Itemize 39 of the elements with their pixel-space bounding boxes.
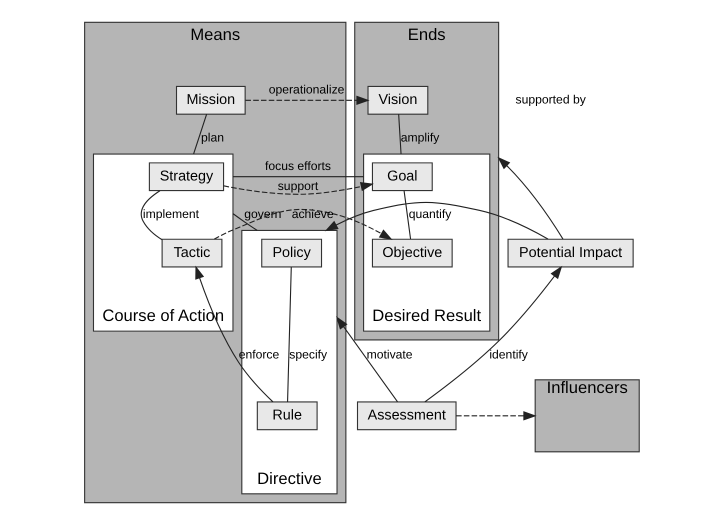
arrow [456, 410, 537, 420]
node-box: Policy [261, 238, 322, 267]
node-box: Potential Impact [508, 238, 634, 267]
node-box: Vision [367, 85, 428, 114]
node-box: Assessment [356, 400, 457, 430]
connector [140, 190, 162, 240]
arrow [246, 95, 370, 104]
edge-label: plan [200, 130, 224, 144]
label: supported by [516, 92, 586, 106]
edge-label: achieve [292, 206, 334, 220]
edge-label: quantify [408, 206, 452, 220]
node-box: Mission [176, 85, 246, 114]
connector [287, 266, 292, 402]
arrow [336, 316, 398, 402]
arrow [195, 265, 274, 402]
connector [232, 212, 258, 230]
arrow [324, 201, 548, 240]
edge-label: support [278, 178, 318, 192]
node-box: Rule [256, 400, 318, 430]
connector [398, 114, 402, 154]
edge-label: amplify [400, 130, 440, 144]
edge-label: identify [489, 347, 528, 362]
node-box: Goal [372, 162, 433, 191]
arrow [224, 182, 374, 194]
arrow [424, 265, 562, 402]
node-box: Objective [372, 238, 453, 267]
connector [193, 114, 208, 154]
node-box: Tactic [162, 238, 222, 267]
connector [404, 190, 412, 239]
edge-label: motivate [366, 347, 413, 362]
node-box: Influencers [534, 378, 640, 452]
edge-label: specify [289, 347, 328, 362]
edge-label: implement [142, 206, 200, 220]
node-box: Strategy [148, 162, 224, 191]
edge-label: focus efforts [265, 158, 331, 172]
edge-label: operationalize [268, 82, 344, 96]
arrow [497, 156, 564, 239]
connector [232, 176, 364, 177]
arrow [214, 208, 393, 240]
